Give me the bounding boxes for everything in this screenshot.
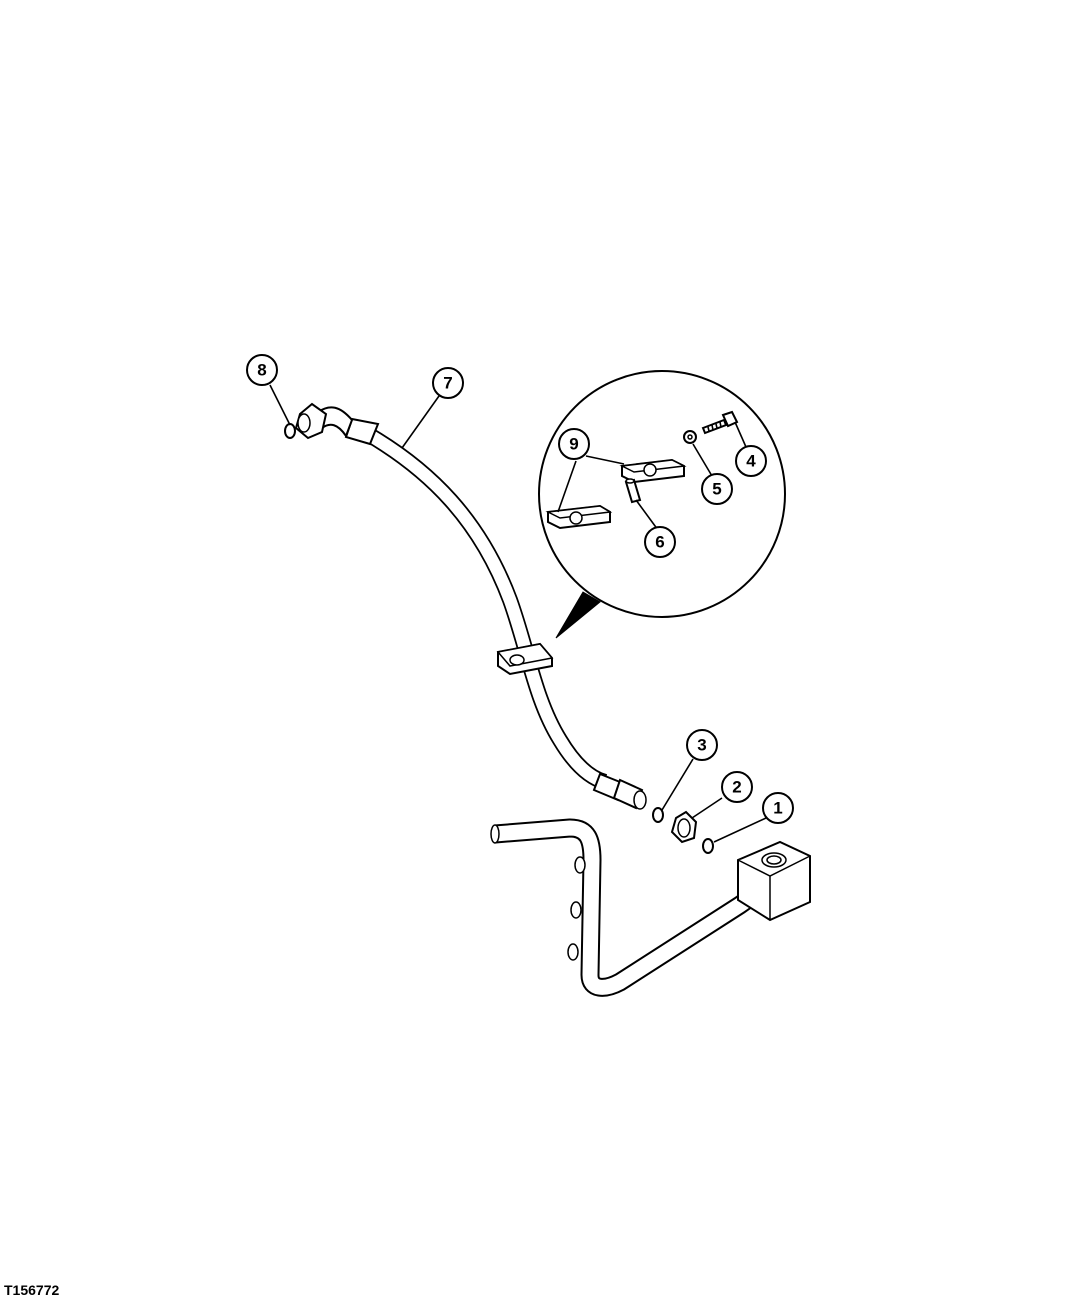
callout-8: 8 [246, 354, 278, 386]
callout-4: 4 [735, 445, 767, 477]
o-ring-1 [702, 838, 714, 854]
tube-and-block [490, 818, 811, 997]
callout-6-label: 6 [655, 533, 664, 552]
callout-3-label: 3 [697, 736, 706, 755]
callout-1: 1 [762, 792, 794, 824]
callout-3: 3 [686, 729, 718, 761]
callout-6: 6 [644, 526, 676, 558]
o-ring-8 [284, 423, 296, 439]
callout-8-label: 8 [257, 361, 266, 380]
callout-1-label: 1 [773, 799, 782, 818]
callout-7-label: 7 [443, 374, 452, 393]
callout-2: 2 [721, 771, 753, 803]
adapter-fitting [670, 810, 698, 844]
callout-4-label: 4 [746, 452, 756, 471]
callout-5: 5 [701, 473, 733, 505]
callout-5-label: 5 [712, 480, 721, 499]
callout-7: 7 [432, 367, 464, 399]
leader-lines [269, 384, 767, 843]
callout-2-label: 2 [732, 778, 741, 797]
callout-9-label: 9 [569, 435, 578, 454]
hose-assembly [294, 402, 647, 810]
detail-inset [538, 370, 786, 639]
o-ring-3 [652, 807, 664, 823]
callout-9: 9 [558, 428, 590, 460]
figure-id: T156772 [4, 1282, 60, 1298]
